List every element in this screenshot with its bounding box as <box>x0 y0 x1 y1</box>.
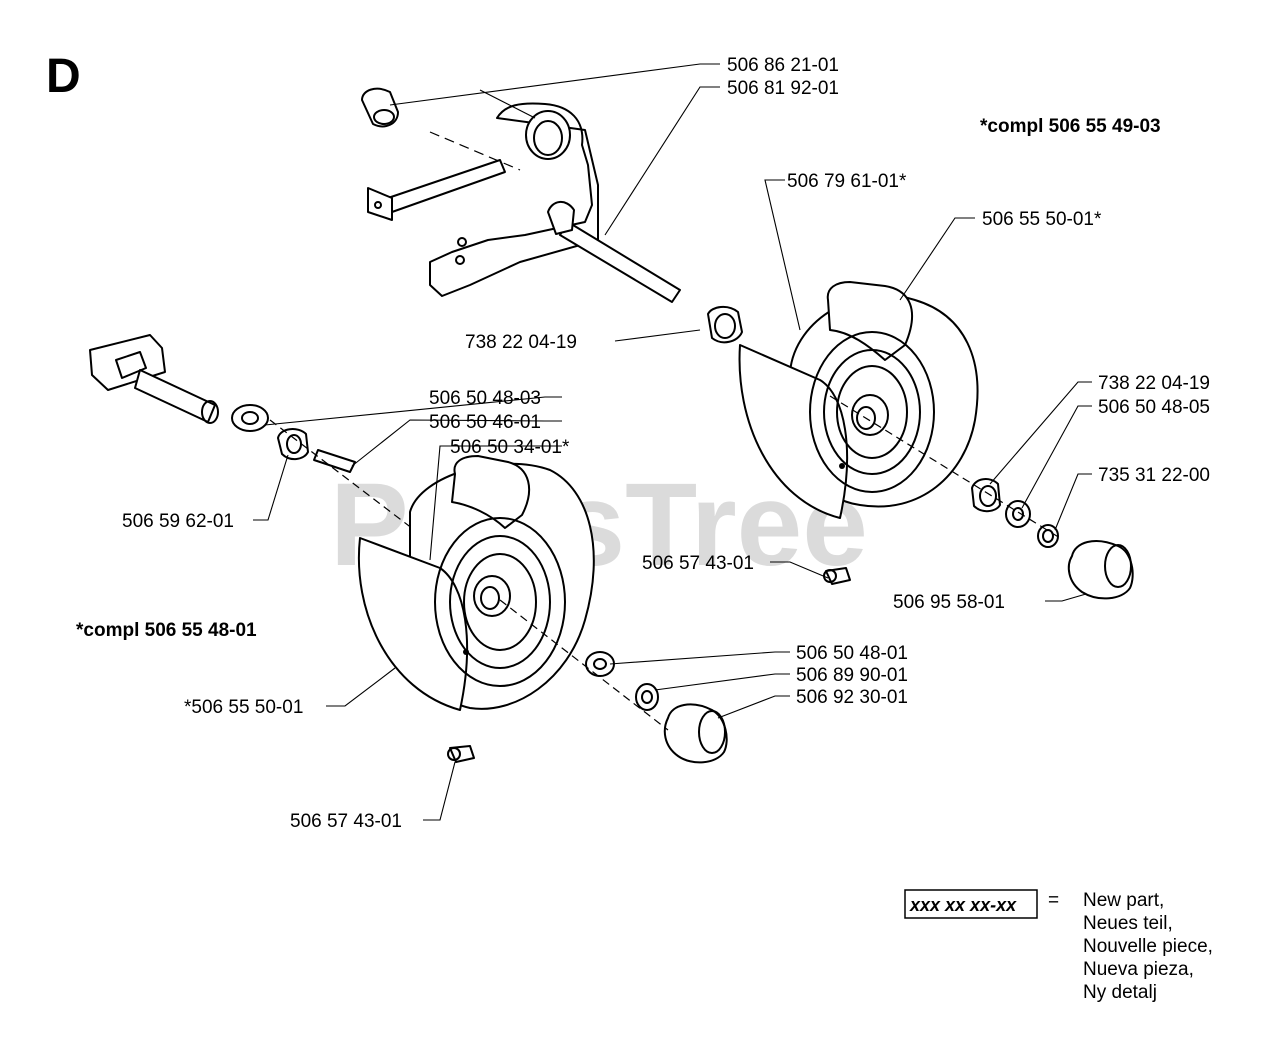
compl-label-right: *compl 506 55 49-03 <box>980 116 1161 137</box>
right-wheel <box>738 281 979 519</box>
leader-lines <box>253 63 1092 821</box>
right-valve <box>823 567 851 585</box>
axle-bracket <box>367 89 681 303</box>
assembly-labels: *compl 506 55 49-03 *compl 506 55 48-01 <box>76 116 1161 641</box>
left-valve <box>447 745 475 763</box>
part-label-506-89-90-01: 506 89 90-01 <box>796 665 908 686</box>
part-label-506-55-50-01: 506 55 50-01* <box>982 209 1102 230</box>
right-wheel-hub-parts <box>829 395 1134 600</box>
part-label-738-22-04-19-a: 738 22 04-19 <box>465 332 577 353</box>
part-label-506-59-62-01: 506 59 62-01 <box>122 511 234 532</box>
part-label-506-50-48-03: 506 50 48-03 <box>429 388 541 409</box>
part-label-506-50-48-01: 506 50 48-01 <box>796 643 908 664</box>
left-spacer-and-key <box>269 419 481 581</box>
part-labels: 506 86 21-01 506 81 92-01 506 79 61-01* … <box>122 55 1210 832</box>
legend-line-5: Ny detalj <box>1083 982 1157 1003</box>
left-axle <box>89 334 269 432</box>
part-label-506-92-30-01: 506 92 30-01 <box>796 687 908 708</box>
part-label-738-22-04-19-b: 738 22 04-19 <box>1098 373 1210 394</box>
legend: xxx xx xx-xx = New part, Neues teil, Nou… <box>904 889 1213 1003</box>
section-letter: D <box>46 50 81 103</box>
part-label-506-81-92-01: 506 81 92-01 <box>727 78 839 99</box>
part-label-735-31-22-00: 735 31 22-00 <box>1098 465 1210 486</box>
part-label-506-50-46-01: 506 50 46-01 <box>429 412 541 433</box>
left-wheel <box>358 455 595 711</box>
legend-line-2: Neues teil, <box>1083 913 1173 934</box>
compl-label-left: *compl 506 55 48-01 <box>76 620 257 641</box>
part-label-506-55-50-01-star: *506 55 50-01 <box>184 697 303 718</box>
part-label-506-86-21-01: 506 86 21-01 <box>727 55 839 76</box>
legend-line-4: Nueva pieza, <box>1083 959 1194 980</box>
legend-line-1: New part, <box>1083 890 1164 911</box>
part-label-506-57-43-01-a: 506 57 43-01 <box>642 553 754 574</box>
left-wheel-hub-parts <box>499 599 728 764</box>
legend-box-text: xxx xx xx-xx <box>909 895 1017 915</box>
legend-equals: = <box>1048 890 1059 911</box>
legend-box <box>904 889 1038 919</box>
legend-line-3: Nouvelle piece, <box>1083 936 1213 957</box>
part-label-506-79-61-01: 506 79 61-01* <box>787 171 907 192</box>
part-label-506-50-34-01: 506 50 34-01* <box>450 437 570 458</box>
bracket-nut <box>361 87 399 128</box>
right-wheel-bushing <box>707 306 743 344</box>
part-label-506-50-48-05: 506 50 48-05 <box>1098 397 1210 418</box>
part-label-506-57-43-01-b: 506 57 43-01 <box>290 811 402 832</box>
part-label-506-95-58-01: 506 95 58-01 <box>893 592 1005 613</box>
